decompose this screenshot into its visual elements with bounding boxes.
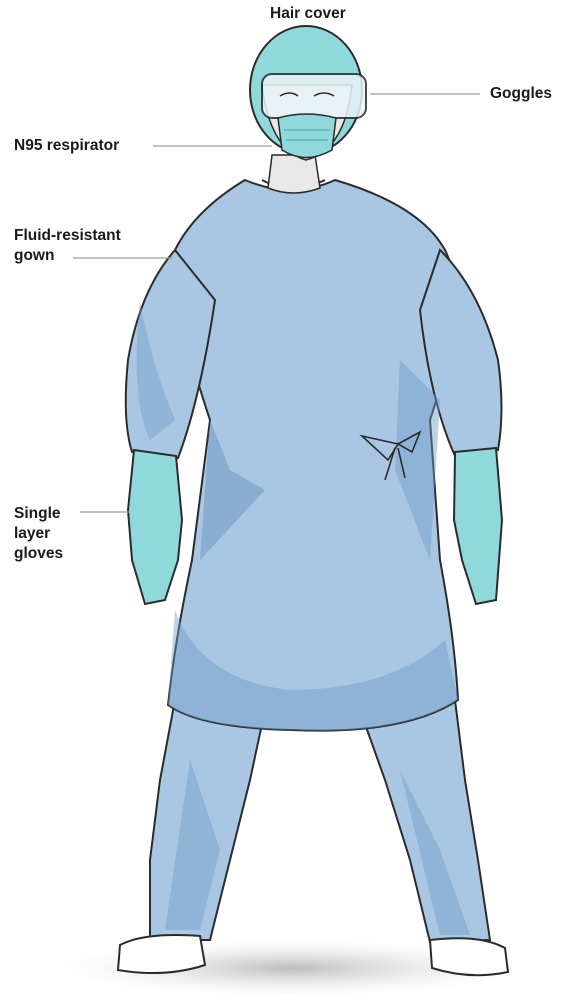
- gloves-label: Single layer gloves: [14, 504, 63, 564]
- gloves-label-line3: gloves: [14, 544, 63, 564]
- gown: [126, 180, 502, 731]
- head: [250, 26, 366, 160]
- goggles-label: Goggles: [490, 84, 552, 104]
- pants: [150, 700, 490, 942]
- gloves-label-line1: Single: [14, 504, 63, 524]
- neck: [268, 155, 320, 193]
- hair-cover-label: Hair cover: [270, 4, 346, 24]
- gloves-label-line2: layer: [14, 524, 63, 544]
- respirator-label: N95 respirator: [14, 136, 119, 156]
- gown-label-line2: gown: [14, 246, 121, 266]
- gown-label-line1: Fluid-resistant: [14, 226, 121, 246]
- gown-label: Fluid-resistant gown: [14, 226, 121, 266]
